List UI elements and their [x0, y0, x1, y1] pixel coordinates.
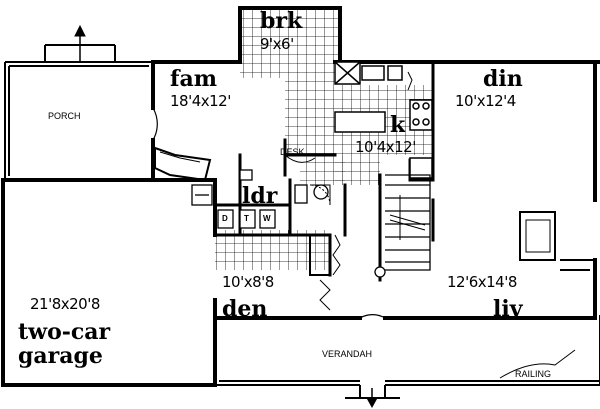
porch-outline — [4, 44, 158, 180]
den-size: 10'x8'8 — [222, 273, 274, 291]
staircase — [374, 174, 431, 278]
living-room-size: 12'6x14'8 — [447, 273, 517, 291]
fireplace — [154, 146, 556, 261]
kitchen-size: 10'4x12' — [355, 138, 416, 156]
exterior-walls — [1, 6, 600, 387]
entry-arrows — [74, 24, 378, 409]
laundry-name: ldr — [242, 183, 278, 209]
dryer-label: D — [222, 214, 228, 223]
garage-name-line2: garage — [18, 343, 103, 369]
desk-pointer — [284, 154, 316, 163]
folding-doors — [309, 184, 341, 311]
verandah-label: VERANDAH — [322, 349, 373, 359]
breakfast-room-name: brk — [260, 8, 303, 34]
garage-size: 21'8x20'8 — [30, 295, 100, 313]
den-name: den — [222, 296, 268, 322]
washer-label: W — [263, 214, 271, 223]
kitchen-fixtures — [334, 61, 433, 179]
breakfast-room-size: 9'x6' — [260, 35, 294, 53]
desk-label: DESK — [280, 147, 305, 157]
dining-room-size: 10'x12'4 — [455, 92, 516, 110]
porch-label: PORCH — [48, 111, 81, 121]
tub-label: T — [244, 214, 249, 223]
family-room-size: 18'4x12' — [170, 92, 231, 110]
kitchen-name: k — [390, 112, 406, 138]
railing-pointer — [499, 349, 576, 379]
family-room-name: fam — [170, 66, 217, 92]
garage-name-line1: two-car — [18, 319, 111, 345]
living-room-name: liv — [493, 296, 523, 322]
railing-label: RAILING — [515, 369, 552, 379]
laundry-fixtures — [191, 169, 329, 229]
dining-room-name: din — [483, 66, 523, 92]
